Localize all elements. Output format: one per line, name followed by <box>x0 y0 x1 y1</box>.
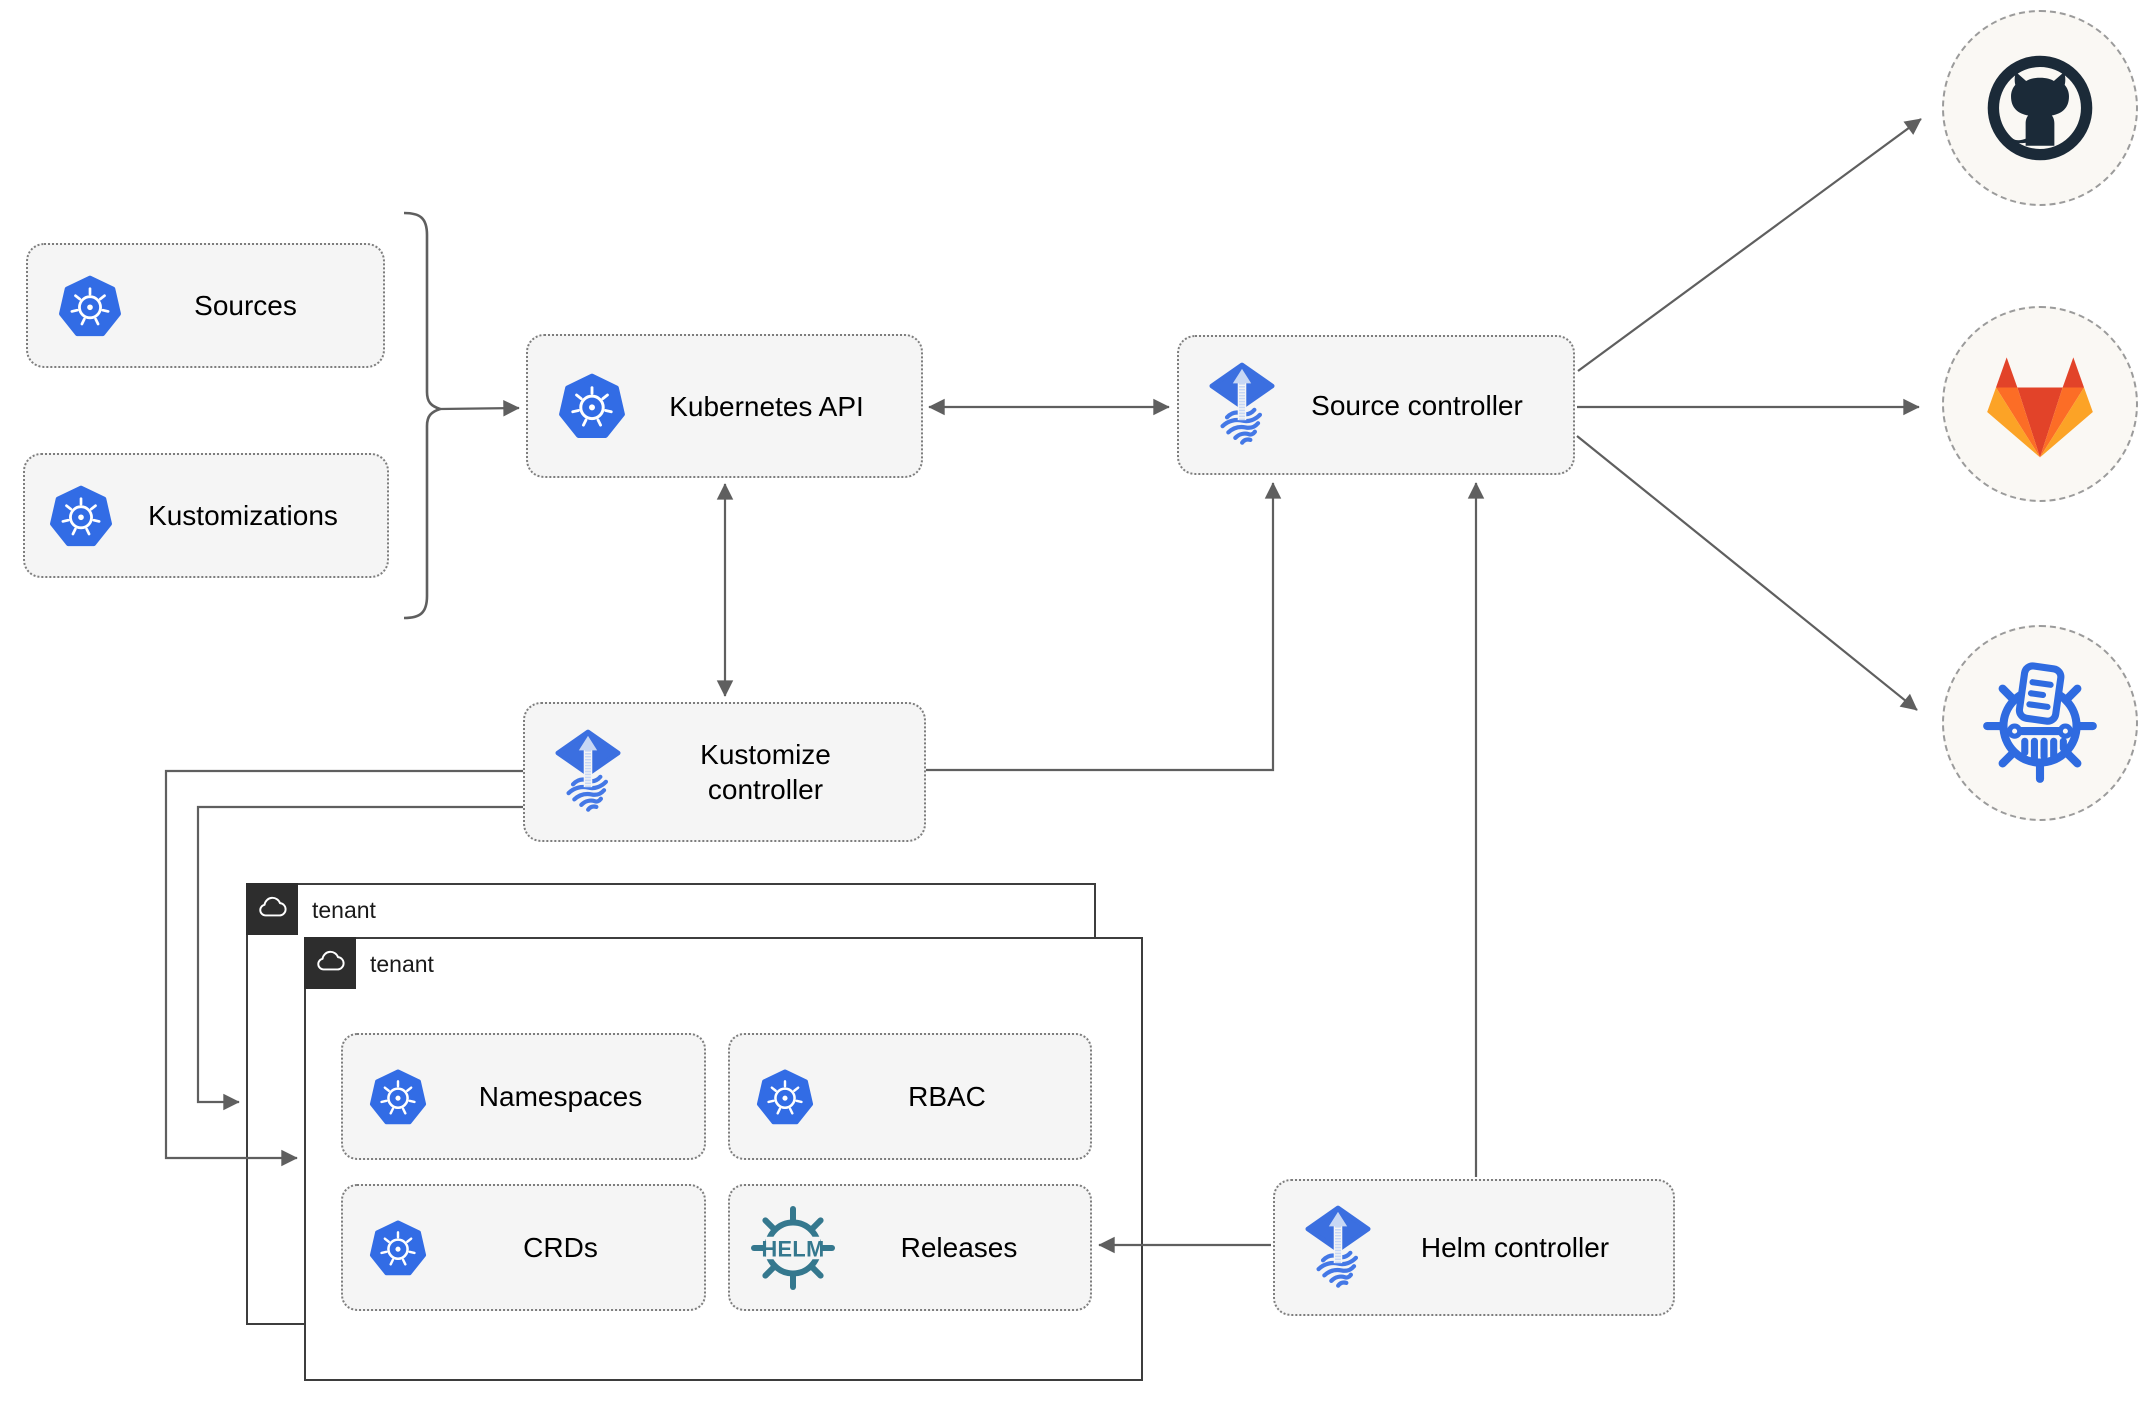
tenant-badge <box>245 882 298 935</box>
edge-bracket-to-kubernetes-api <box>439 399 520 417</box>
node-crds: CRDs <box>341 1184 706 1311</box>
cloud-icon <box>314 947 346 979</box>
kubernetes-icon <box>369 1068 427 1126</box>
node-kubernetes-api: Kubernetes API <box>526 334 923 478</box>
node-label: Helm controller <box>1420 1232 1610 1263</box>
node-source-controller: Source controller <box>1177 335 1575 475</box>
node-label: Sources <box>194 290 297 321</box>
helm-logo-text: HELM <box>761 1236 824 1261</box>
external-gitlab <box>1942 306 2138 502</box>
tenant-label: tenant <box>370 950 434 977</box>
kubernetes-icon <box>369 1219 427 1277</box>
node-kustomize-controller: Kustomize controller <box>523 702 926 842</box>
edge-source-controller-to-kustomize <box>1576 435 1918 711</box>
node-namespaces: Namespaces <box>341 1033 706 1160</box>
cloud-icon <box>256 893 288 925</box>
node-kustomizations: Kustomizations <box>23 453 389 578</box>
tenant-badge <box>303 936 356 989</box>
node-label: CRDs <box>523 1231 598 1263</box>
node-sources: Sources <box>26 243 385 368</box>
node-label: RBAC <box>908 1080 986 1112</box>
node-helm-controller: Helm controller <box>1273 1179 1675 1316</box>
flux-icon <box>555 728 621 816</box>
node-label: Kubernetes API <box>669 390 864 422</box>
tenant-label: tenant <box>312 896 376 923</box>
edge-kustomize-controller-to-source-controller <box>926 482 1282 772</box>
kubernetes-icon <box>558 372 626 440</box>
kubernetes-icon <box>49 484 113 548</box>
node-label: Source controller <box>1311 389 1523 421</box>
github-icon <box>1987 55 2093 161</box>
gitlab-icon <box>1987 356 2093 457</box>
kubernetes-icon <box>58 274 122 338</box>
flux-icon <box>1209 361 1275 449</box>
node-label: Kustomize controller <box>700 739 831 805</box>
kubernetes-icon <box>756 1068 814 1126</box>
node-label: Releases <box>900 1231 1018 1263</box>
node-releases: HELM Releases <box>728 1184 1092 1311</box>
external-github <box>1942 10 2138 206</box>
bracket-sources-kustomizations <box>403 211 445 620</box>
node-label: Kustomizations <box>148 500 338 531</box>
helm-icon: HELM <box>748 1203 838 1293</box>
external-kustomize <box>1942 625 2138 821</box>
node-label: Namespaces <box>478 1080 643 1112</box>
kustomize-icon <box>1983 662 2097 783</box>
flux-icon <box>1305 1204 1371 1292</box>
node-rbac: RBAC <box>728 1033 1092 1160</box>
edge-source-controller-to-github <box>1577 118 1922 372</box>
